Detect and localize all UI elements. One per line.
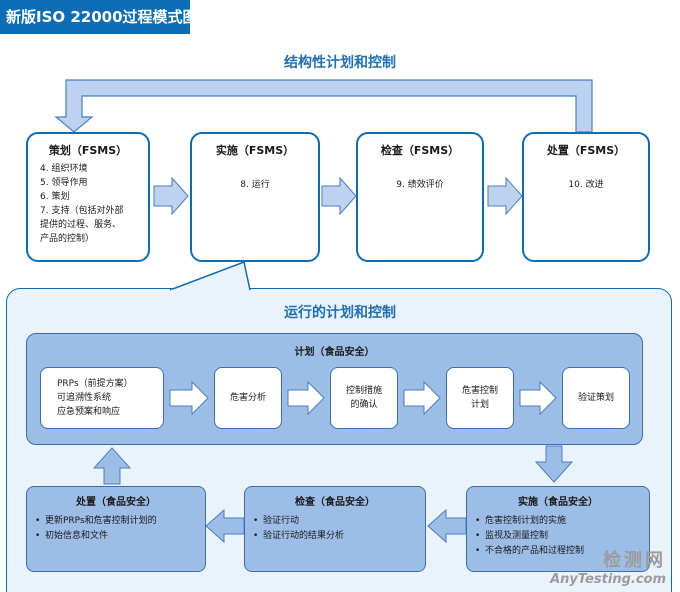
pdca-do-text: 8. 运行	[240, 180, 270, 190]
act-box: 处置（食品安全） 更新PRPs和危害控制计划的 初始信息和文件	[26, 486, 206, 572]
act-item-line2: 初始信息和文件	[45, 531, 109, 541]
step-hazard-control-plan: 危害控制 计划	[446, 367, 514, 429]
feedback-loop-arrow	[54, 79, 593, 133]
do-title: 实施（食品安全）	[518, 497, 598, 508]
check-item: 验证行动的结果分析	[253, 529, 425, 544]
step-control-validation: 控制措施 的确认	[330, 367, 398, 429]
pdca-plan-box: 策划（FSMS） 4. 组织环境 5. 领导作用 6. 策划 7. 支持（包括对…	[26, 132, 150, 262]
step-prps: PRPs（前提方案） 可追溯性系统 应急预案和响应	[40, 367, 164, 429]
act-list: 更新PRPs和危害控制计划的 初始信息和文件	[27, 514, 205, 544]
pdca-do-box: 实施（FSMS） 8. 运行	[190, 132, 320, 262]
check-box: 检查（食品安全） 验证行动 验证行动的结果分析	[244, 486, 426, 572]
diagram-title: 新版ISO 22000过程模式图	[0, 0, 198, 34]
check-list: 验证行动 验证行动的结果分析	[245, 514, 425, 544]
pdca-check-text: 9. 绩效评价	[396, 180, 444, 190]
pdca-check-title: 检查（FSMS）	[380, 144, 460, 157]
do-item: 危害控制计划的实施	[475, 514, 649, 529]
watermark: 检测网 AnyTesting.com	[550, 546, 666, 587]
pdca-act-title: 处置（FSMS）	[546, 144, 626, 157]
pdca-plan-title: 策划（FSMS）	[48, 144, 128, 157]
watermark-cn: 检测网	[603, 550, 666, 571]
operational-title: 运行的计划和控制	[284, 305, 396, 321]
step-verification-planning: 验证策划	[562, 367, 630, 429]
pdca-plan-text: 4. 组织环境 5. 领导作用 6. 策划 7. 支持（包括对外部 提供的过程、…	[40, 164, 124, 244]
do-item: 不合格的产品和过程控制	[475, 544, 649, 559]
step-hazard-analysis: 危害分析	[214, 367, 282, 429]
pdca-arrow-3	[487, 176, 523, 216]
pdca-act-box: 处置（FSMS） 10. 改进	[522, 132, 650, 262]
pdca-arrow-2	[321, 176, 357, 216]
do-item: 监视及测量控制	[475, 529, 649, 544]
pdca-arrow-1	[153, 176, 189, 216]
act-item-cont: 初始信息和文件	[35, 529, 205, 544]
act-title: 处置（食品安全）	[76, 497, 156, 508]
do-list: 危害控制计划的实施 监视及测量控制 不合格的产品和过程控制	[467, 514, 649, 559]
strategic-title: 结构性计划和控制	[284, 55, 396, 71]
check-title: 检查（食品安全）	[295, 497, 375, 508]
act-item: 更新PRPs和危害控制计划的	[35, 514, 205, 529]
watermark-en: AnyTesting.com	[550, 572, 666, 587]
pdca-act-text: 10. 改进	[568, 180, 604, 190]
pdca-do-title: 实施（FSMS）	[215, 144, 295, 157]
check-item: 验证行动	[253, 514, 425, 529]
pdca-check-box: 检查（FSMS） 9. 绩效评价	[356, 132, 484, 262]
do-box: 实施（食品安全） 危害控制计划的实施 监视及测量控制 不合格的产品和过程控制	[466, 486, 650, 572]
plan-panel-title: 计划（食品安全）	[294, 347, 375, 358]
